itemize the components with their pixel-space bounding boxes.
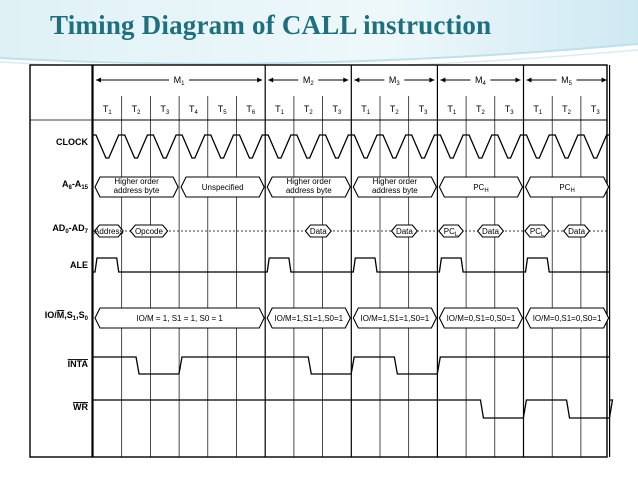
cycle-arrow-head xyxy=(96,77,101,83)
machine-cycle-label: M3 xyxy=(389,75,401,87)
ale-waveform xyxy=(93,257,610,273)
status-value: IO/M=0,S1=0,S0=1 xyxy=(447,314,516,323)
status-bus-segment xyxy=(524,307,610,329)
address-high-bus-segment xyxy=(524,176,610,198)
machine-cycle-label: M4 xyxy=(475,75,487,87)
address-data-value: PCL xyxy=(444,227,459,238)
address-high-value: Higher order xyxy=(373,177,418,186)
status-value: IO/M=1,S1=1,S0=1 xyxy=(274,314,343,323)
address-data-bus-segment xyxy=(390,224,419,238)
wr-waveform xyxy=(93,399,614,419)
t-state-label: T2 xyxy=(390,104,400,116)
diagram-frame xyxy=(29,64,608,458)
address-data-value: Data xyxy=(396,227,413,236)
t-state-label: T1 xyxy=(275,104,285,116)
address-high-bus-segment xyxy=(352,176,438,198)
status-bus-segment xyxy=(266,307,351,329)
signal-label-addr_high: A8-A15 xyxy=(62,179,89,191)
signal-label-addr_data: AD0-AD7 xyxy=(52,223,88,235)
status-bus-segment xyxy=(352,307,438,329)
address-high-value: address byte xyxy=(372,186,418,195)
address-data-value: Data xyxy=(482,227,499,236)
address-data-bus-segment xyxy=(129,224,169,238)
clock-waveform xyxy=(93,134,610,159)
cycle-arrow-head xyxy=(526,77,532,83)
address-data-bus-segment xyxy=(304,224,332,238)
signal-label-wr: WR xyxy=(73,402,88,412)
signal-label-ale: ALE xyxy=(70,260,88,270)
status-value: IO/M=0,S1=0,S0=1 xyxy=(533,314,602,323)
t-state-label: T2 xyxy=(304,104,314,116)
address-high-value: address byte xyxy=(286,186,332,195)
signal-label-inta: INTA xyxy=(68,359,89,369)
cycle-arrow-head xyxy=(343,77,349,83)
t-state-label: T2 xyxy=(562,104,572,116)
address-high-bus-segment xyxy=(94,176,179,198)
t-state-label: T5 xyxy=(218,104,228,116)
signal-label-status: IO/M,S1,S0 xyxy=(45,310,89,322)
address-data-value: Opcode xyxy=(135,227,164,236)
slide-title: Timing Diagram of CALL instruction xyxy=(50,10,492,40)
cycle-arrow-head xyxy=(601,77,607,83)
address-high-bus-segment xyxy=(438,176,524,198)
t-state-label: T3 xyxy=(160,104,170,116)
t-state-label: T2 xyxy=(132,104,142,116)
t-state-label: T2 xyxy=(476,104,486,116)
cycle-arrow-head xyxy=(268,77,274,83)
address-data-value: Data xyxy=(568,227,585,236)
address-high-value: PCH xyxy=(473,183,488,194)
inta-waveform xyxy=(93,356,610,375)
t-state-label: T1 xyxy=(361,104,371,116)
machine-cycle-label: M5 xyxy=(561,75,573,87)
address-high-value: address byte xyxy=(114,186,160,195)
status-bus-segment xyxy=(94,307,265,329)
address-data-bus-segment xyxy=(476,224,505,238)
machine-cycle-label: M1 xyxy=(174,75,186,87)
address-high-value: Higher order xyxy=(287,177,332,186)
status-value: IO/M=1,S1=1,S0=1 xyxy=(360,314,429,323)
address-data-bus-segment xyxy=(93,224,124,238)
t-state-label: T3 xyxy=(591,104,601,116)
cycle-arrow-head xyxy=(257,77,263,83)
t-state-label: T6 xyxy=(246,104,256,116)
address-high-value: Unspecified xyxy=(202,183,244,192)
t-state-label: T1 xyxy=(533,104,543,116)
t-state-label: T3 xyxy=(333,104,343,116)
t-state-label: T3 xyxy=(419,104,429,116)
t-state-label: T1 xyxy=(103,104,113,116)
address-high-value: PCH xyxy=(559,183,574,194)
address-high-bus-segment xyxy=(266,176,351,198)
t-state-label: T4 xyxy=(189,104,199,116)
cycle-arrow-head xyxy=(440,77,446,83)
address-data-value: PCL xyxy=(530,227,545,238)
address-data-bus-segment xyxy=(524,224,551,238)
machine-cycle-label: M2 xyxy=(303,75,315,87)
cycle-arrow-head xyxy=(429,77,435,83)
t-state-label: T3 xyxy=(505,104,515,116)
address-data-value: Address xyxy=(94,227,123,236)
address-data-bus-segment xyxy=(438,224,464,238)
cycle-arrow-head xyxy=(515,77,521,83)
address-high-value: Higher order xyxy=(114,177,159,186)
t-state-label: T1 xyxy=(447,104,457,116)
status-value: IO/M = 1, S1 = 1, S0 = 1 xyxy=(136,314,223,323)
address-data-bus-segment xyxy=(562,224,591,238)
address-data-value: Data xyxy=(310,227,327,236)
status-bus-segment xyxy=(438,307,524,329)
signal-label-clock: CLOCK xyxy=(56,137,88,147)
address-high-bus-segment xyxy=(180,176,265,198)
cycle-arrow-head xyxy=(354,77,360,83)
